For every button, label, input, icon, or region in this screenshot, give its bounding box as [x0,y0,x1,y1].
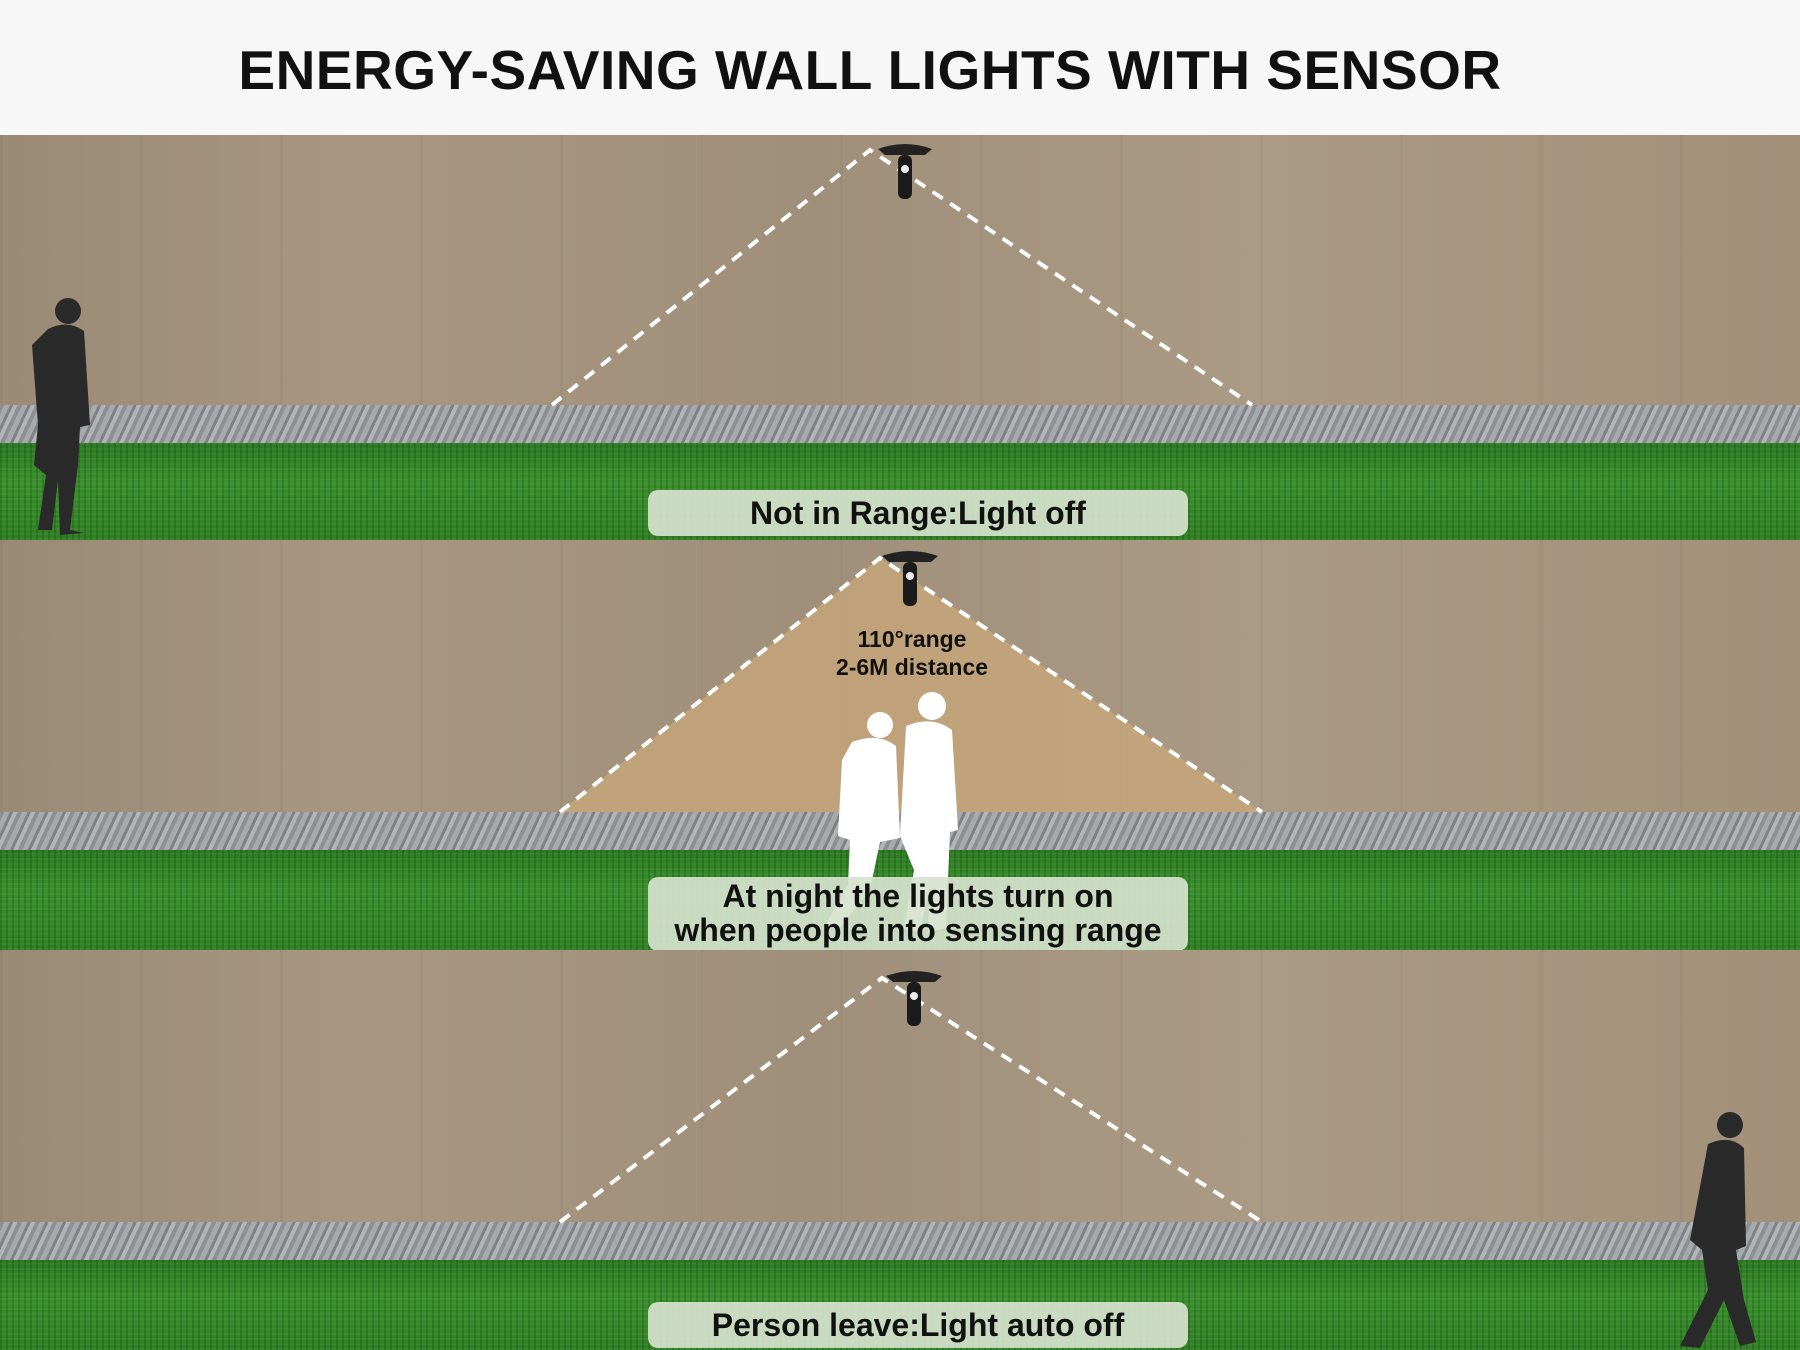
status-caption: Not in Range:Light off [648,490,1188,536]
range-distance: 2-6M distance [782,653,1042,681]
caption-line-2: when people into sensing range [648,913,1188,947]
header: ENERGY-SAVING WALL LIGHTS WITH SENSOR [0,0,1800,135]
range-info: 110°range 2-6M distance [782,625,1042,681]
panel-in-range: 110°range 2-6M distance At night the lig… [0,540,1800,950]
wall-light-icon [878,144,932,199]
panel-not-in-range: Not in Range:Light off [0,135,1800,540]
range-cone-outline [0,950,1800,1350]
status-caption: Person leave:Light auto off [648,1302,1188,1348]
panel-person-leave: Person leave:Light auto off [0,950,1800,1350]
wall-light-icon [886,971,942,1026]
caption-line-1: At night the lights turn on [648,879,1188,913]
person-silhouette-icon [32,298,90,535]
page-title: ENERGY-SAVING WALL LIGHTS WITH SENSOR [0,38,1740,102]
person-silhouette-icon [1680,1112,1756,1348]
range-angle: 110°range [782,625,1042,653]
range-cone-outline [0,135,1800,540]
status-caption: At night the lights turn on when people … [648,877,1188,950]
